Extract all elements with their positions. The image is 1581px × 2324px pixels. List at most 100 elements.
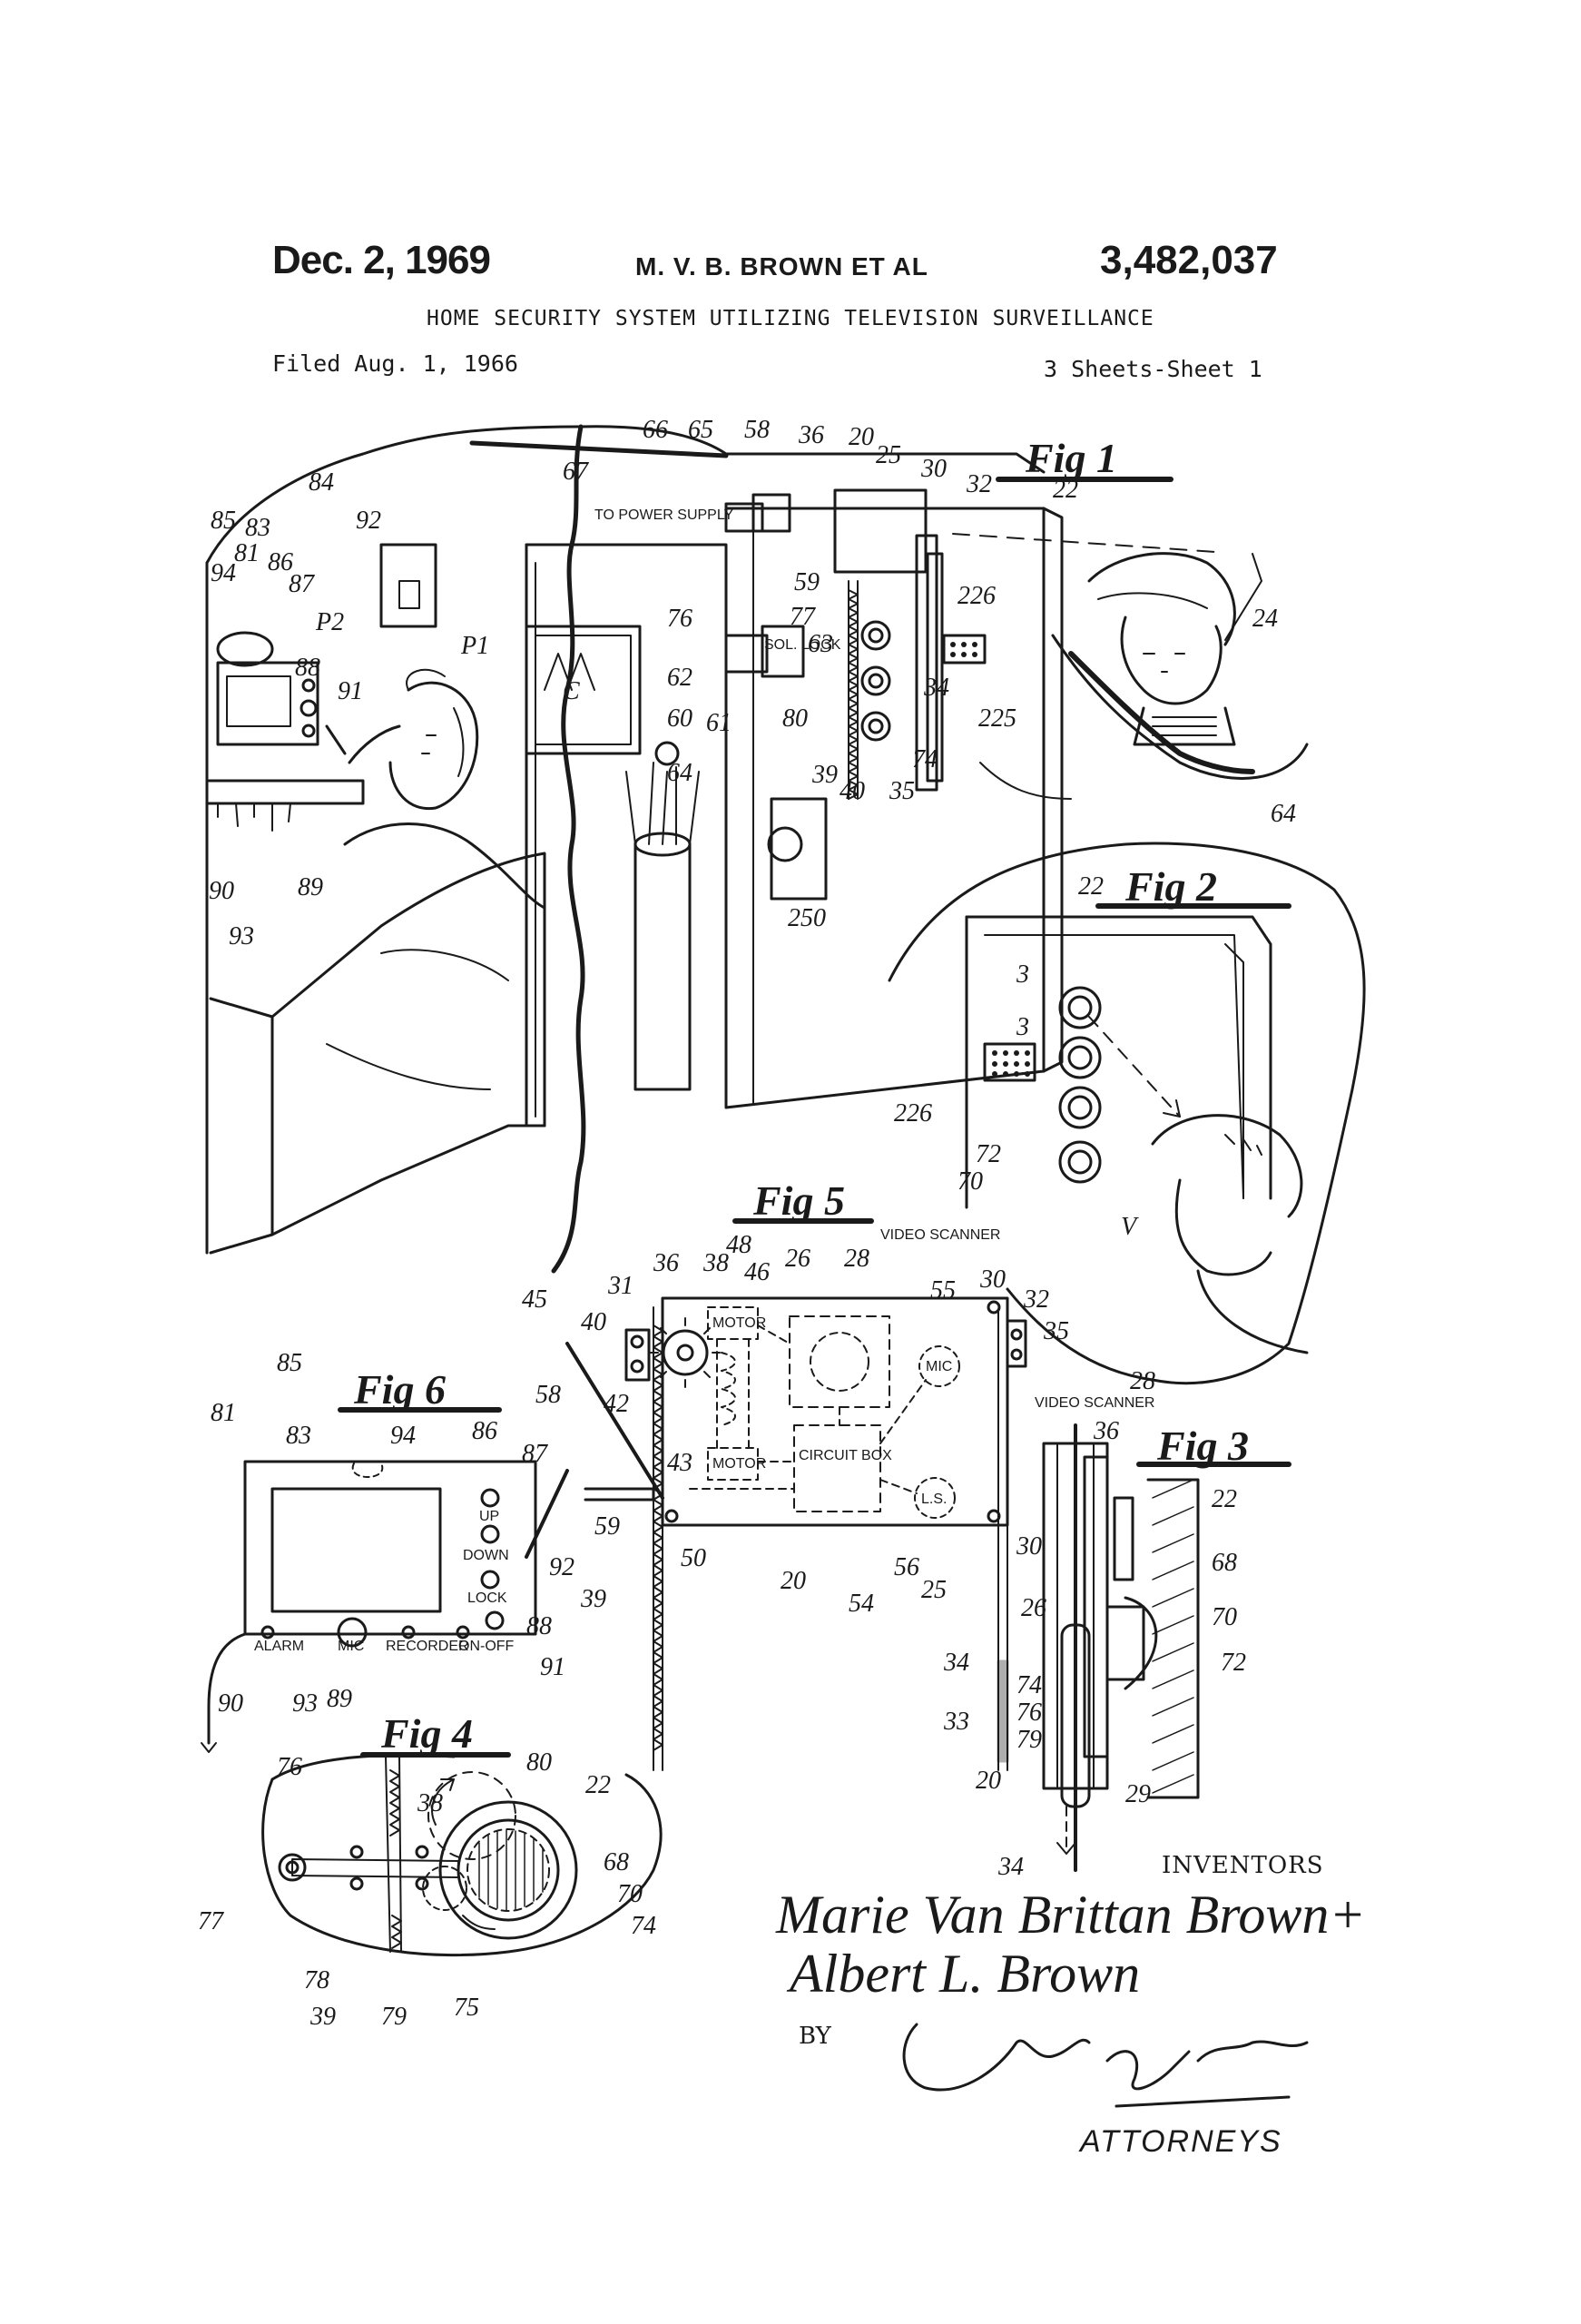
ref-label: 92 xyxy=(356,507,381,535)
ref-label: 81 xyxy=(211,1399,236,1427)
ref-label: 89 xyxy=(327,1685,352,1713)
ref-label: 3 xyxy=(1016,960,1029,989)
ref-label: 29 xyxy=(1125,1780,1151,1808)
ref-label: 34 xyxy=(943,1649,969,1677)
inventor-2-signature: Albert L. Brown xyxy=(790,1944,1141,2004)
fig6-mic: MIC xyxy=(338,1639,364,1654)
figure-4-title: Fig 4 xyxy=(380,1710,473,1757)
patent-number: 3,482,037 xyxy=(1100,238,1278,282)
ref-label: 66 xyxy=(643,416,668,444)
fig5-mic: MIC xyxy=(926,1359,952,1374)
ref-label: 83 xyxy=(286,1422,311,1450)
by-label: BY xyxy=(799,2023,831,2050)
ref-label: 90 xyxy=(218,1689,243,1718)
inventor-header: M. V. B. BROWN ET AL xyxy=(635,252,928,281)
ref-label: 34 xyxy=(997,1853,1024,1881)
ref-label: 39 xyxy=(309,2003,336,2031)
ref-label: 20 xyxy=(781,1567,806,1595)
figure-5 xyxy=(565,1296,1027,1771)
ref-label: 35 xyxy=(1043,1317,1069,1345)
fig6-lock: LOCK xyxy=(467,1590,507,1606)
ref-label: 40 xyxy=(581,1308,606,1336)
ref-label: 46 xyxy=(744,1258,770,1286)
fig5-circuit-box: CIRCUIT BOX xyxy=(799,1448,892,1463)
ref-label: 26 xyxy=(785,1245,810,1273)
ref-label: 42 xyxy=(604,1390,629,1418)
ref-label: 31 xyxy=(607,1272,633,1300)
ref-label: 86 xyxy=(268,548,293,576)
ref-label: 34 xyxy=(923,674,949,702)
patent-date: Dec. 2, 1969 xyxy=(272,238,491,282)
fig5-motor-bottom: MOTOR xyxy=(712,1456,766,1472)
ref-label: 91 xyxy=(338,677,363,705)
ref-label: 36 xyxy=(798,421,824,449)
ref-label: 94 xyxy=(211,559,236,587)
ref-label: 60 xyxy=(667,704,692,733)
ref-label: 225 xyxy=(978,704,1016,733)
ref-label: C xyxy=(563,677,580,705)
ref-label: 59 xyxy=(594,1512,620,1541)
ref-label: 32 xyxy=(966,470,992,498)
fig3-video-scanner: VIDEO SCANNER xyxy=(1035,1395,1154,1411)
ref-label: V xyxy=(1121,1213,1139,1241)
ref-label: 55 xyxy=(930,1276,956,1305)
ref-label: 85 xyxy=(277,1349,302,1377)
ref-label: 76 xyxy=(1016,1699,1042,1727)
fig6-up: UP xyxy=(479,1509,499,1524)
ref-label: 63 xyxy=(808,630,833,658)
ref-label: 80 xyxy=(526,1748,552,1777)
ref-label: 59 xyxy=(794,568,820,596)
ref-label: 62 xyxy=(667,664,692,692)
ref-label: 22 xyxy=(1078,872,1104,901)
ref-label: 61 xyxy=(706,709,732,737)
ref-label: 91 xyxy=(540,1653,565,1681)
figure-3-title: Fig 3 xyxy=(1156,1423,1249,1469)
ref-label: 36 xyxy=(1093,1417,1119,1445)
ref-label: 58 xyxy=(744,416,770,444)
ref-label: 68 xyxy=(604,1848,629,1876)
patent-title: HOME SECURITY SYSTEM UTILIZING TELEVISIO… xyxy=(427,307,1154,330)
ref-label: 78 xyxy=(304,1966,329,1994)
ref-label: 67 xyxy=(563,458,589,486)
ref-label: 58 xyxy=(535,1381,561,1409)
ref-label: 36 xyxy=(653,1249,679,1277)
ref-label: 43 xyxy=(667,1449,692,1477)
ref-label: 3 xyxy=(1016,1013,1029,1041)
ref-label: 226 xyxy=(957,582,996,610)
ref-label: 92 xyxy=(549,1553,574,1581)
fig5-motor-top: MOTOR xyxy=(712,1315,766,1331)
fig5-video-scanner: VIDEO SCANNER xyxy=(880,1227,1000,1243)
ref-label: 39 xyxy=(811,761,838,789)
ref-label: 56 xyxy=(894,1553,919,1581)
ref-label: 40 xyxy=(840,777,865,805)
ref-label: 84 xyxy=(309,468,334,497)
attorney-signature xyxy=(902,2023,1309,2108)
ref-label: 94 xyxy=(390,1422,416,1450)
ref-label: 22 xyxy=(585,1771,611,1799)
fig6-recorder: RECORDER xyxy=(386,1639,469,1654)
ref-label: 87 xyxy=(522,1440,548,1468)
fig5-ls: L.S. xyxy=(921,1492,947,1507)
ref-label: 25 xyxy=(876,441,901,469)
ref-label: 85 xyxy=(211,507,236,535)
figure-5-title: Fig 5 xyxy=(752,1177,845,1224)
fig6-alarm: ALARM xyxy=(254,1639,304,1654)
fig6-on-off: ON-OFF xyxy=(458,1639,515,1654)
figure-4 xyxy=(261,1753,663,1957)
ref-label: 81 xyxy=(234,539,260,567)
attorneys-label: ATTORNEYS xyxy=(1080,2124,1282,2159)
ref-label: 87 xyxy=(289,570,315,598)
ref-label: 90 xyxy=(209,877,234,905)
ref-label: 22 xyxy=(1212,1485,1237,1513)
ref-label: 26 xyxy=(1021,1594,1046,1622)
figure-2-title: Fig 2 xyxy=(1124,863,1217,910)
ref-label: 76 xyxy=(277,1753,302,1781)
ref-label: 93 xyxy=(229,922,254,950)
ref-label: 65 xyxy=(688,416,713,444)
ref-label: P2 xyxy=(315,608,344,636)
ref-label: 74 xyxy=(912,745,938,773)
ref-label: 32 xyxy=(1023,1285,1049,1314)
ref-label: 48 xyxy=(726,1231,751,1259)
ref-label: 20 xyxy=(976,1767,1001,1795)
